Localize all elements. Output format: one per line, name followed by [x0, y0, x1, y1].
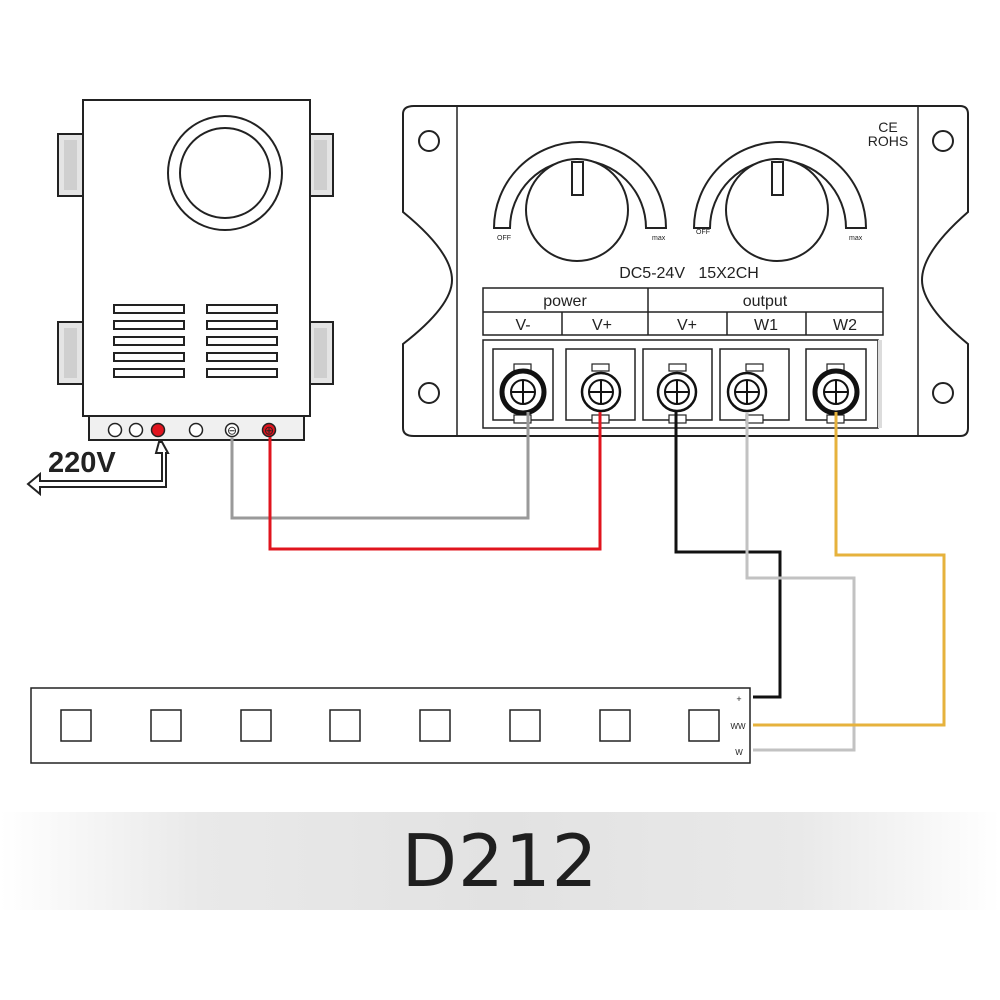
power-supply: ⊖ ⊕ 220V: [26, 99, 334, 497]
knob-indicator-right: [771, 161, 784, 196]
led-chip: [329, 709, 361, 742]
mount-hole: [932, 382, 954, 404]
wire-w2: [753, 412, 946, 727]
terminal-screw-v-plus-out[interactable]: [656, 371, 698, 413]
mount-hole: [418, 382, 440, 404]
led-chips: [60, 709, 720, 742]
terminal-minus-symbol: ⊖: [227, 424, 237, 438]
terminal-label-v-minus: V-: [515, 317, 530, 334]
terminal-label-v-plus-out: V+: [677, 317, 697, 334]
terminal-ac-input: [150, 422, 166, 438]
group-output-label: output: [743, 293, 788, 310]
terminal-screw: [107, 422, 123, 438]
mount-hole: [418, 130, 440, 152]
cert-rohs-label: ROHS: [868, 133, 908, 149]
terminal-plus-symbol: ⊕: [264, 424, 274, 438]
terminal-negative: [224, 422, 240, 438]
knob-right-max-label: max: [849, 235, 863, 242]
wire-negative: [230, 412, 530, 520]
strip-ww-label: WW: [730, 722, 746, 731]
terminal-label-table: [482, 287, 884, 336]
knob-left-off-label: OFF: [497, 235, 511, 242]
title-band: [0, 812, 1000, 910]
model-title: D212: [401, 819, 599, 903]
input-voltage-label: 220V: [48, 447, 116, 479]
led-chip: [60, 709, 92, 742]
dimmer-controller: CE ROHS OFF max OFF max DC5-24V 15X2CH: [402, 105, 969, 437]
led-strip: + WW W: [30, 687, 751, 764]
cert-ce-label: CE: [878, 119, 897, 135]
led-chip: [688, 709, 720, 742]
knob-arc-left: [492, 141, 668, 229]
group-power-label: power: [543, 293, 587, 310]
strip-w-label: W: [735, 748, 743, 757]
knob-w2[interactable]: OFF max: [692, 141, 868, 262]
led-chip: [599, 709, 631, 742]
wire-positive: [268, 412, 602, 551]
terminal-screw: [128, 422, 144, 438]
knob-right-off-label: OFF: [696, 229, 710, 236]
strip-plus-label: +: [736, 694, 741, 704]
knob-indicator-left: [571, 161, 584, 196]
wire-w1: [745, 412, 856, 752]
terminal-screw-w1[interactable]: [726, 371, 768, 413]
terminal-label-v-plus-in: V+: [592, 317, 612, 334]
led-chip: [240, 709, 272, 742]
wire-common-positive: [674, 412, 782, 699]
terminal-label-w2: W2: [833, 317, 857, 334]
led-chip: [150, 709, 182, 742]
knob-dial-right: [725, 158, 829, 262]
vent-slots: [113, 304, 278, 378]
spec-label: DC5-24V 15X2CH: [619, 265, 759, 282]
knob-dial-left: [525, 158, 629, 262]
knob-arc-right: [692, 141, 868, 229]
led-chip: [419, 709, 451, 742]
led-strip-body: [30, 687, 751, 764]
terminal-screw-w2[interactable]: [812, 368, 860, 416]
terminal-positive: [261, 422, 277, 438]
terminal-screw: [188, 422, 204, 438]
mount-hole: [932, 130, 954, 152]
ac-input-arrow-icon: [26, 441, 170, 497]
terminal-label-w1: W1: [754, 317, 778, 334]
knob-left-max-label: max: [652, 235, 666, 242]
terminal-screw-v-plus-in[interactable]: [580, 371, 622, 413]
terminal-screw-v-minus[interactable]: [499, 368, 547, 416]
knob-w1[interactable]: OFF max: [492, 141, 668, 262]
led-chip: [509, 709, 541, 742]
